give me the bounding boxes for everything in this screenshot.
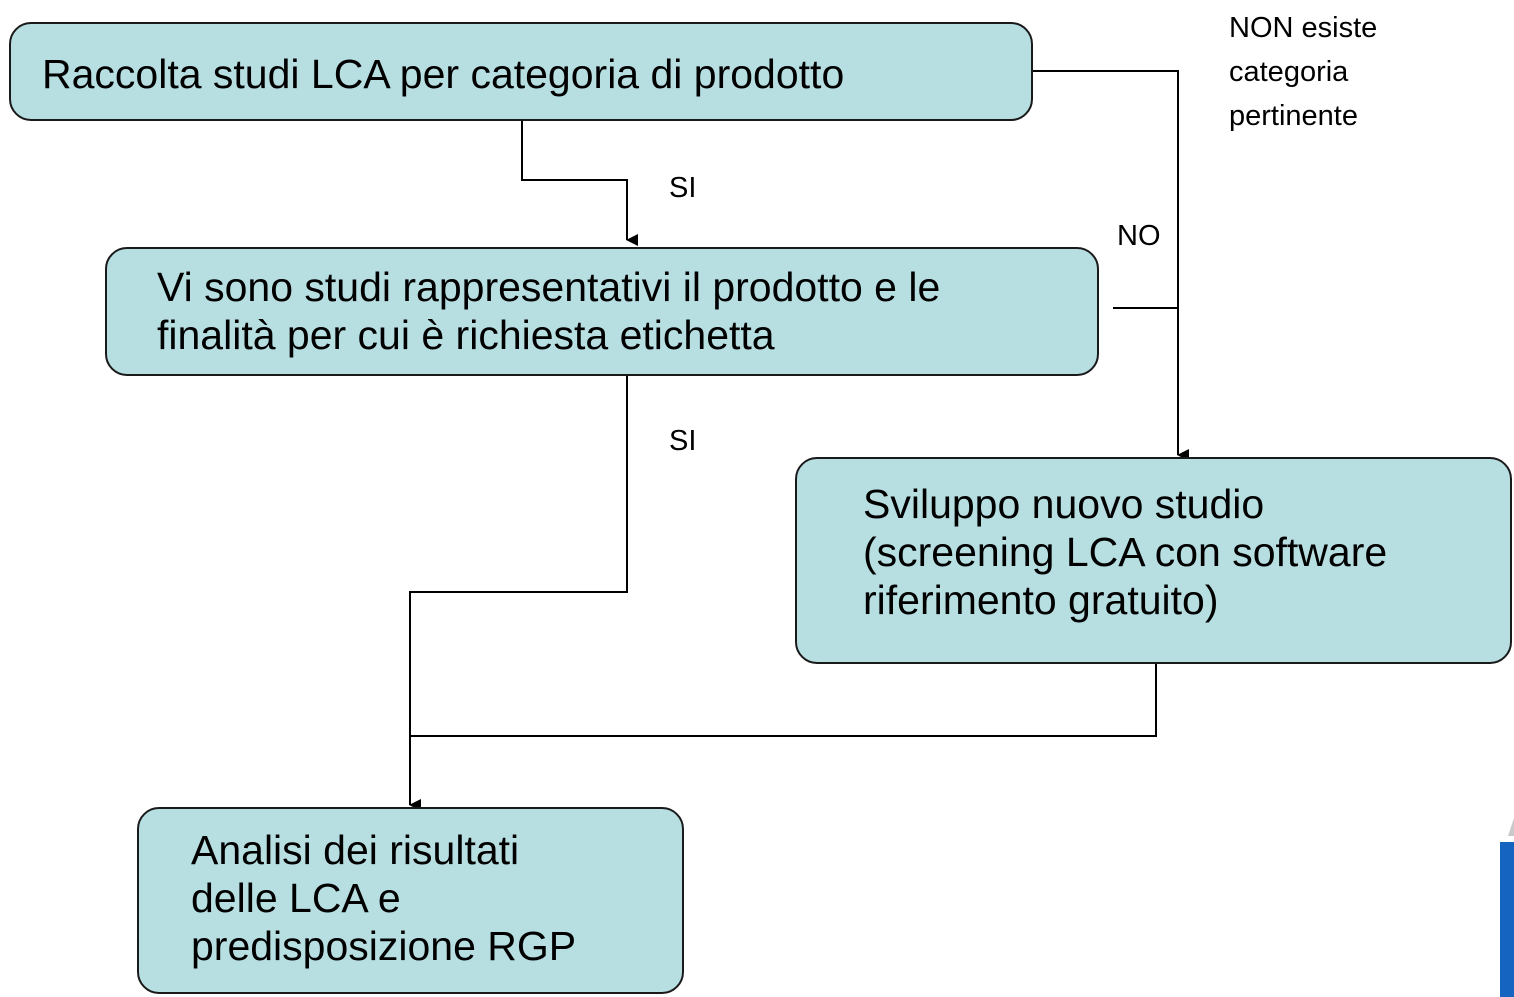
box-line: finalità per cui è richiesta etichetta bbox=[157, 312, 775, 358]
collect-lca-studies-text: Raccolta studi LCA per categoria di prod… bbox=[42, 50, 844, 98]
no-category-label: NON esiste categoria pertinente bbox=[1229, 6, 1377, 138]
box-line: (screening LCA con software bbox=[863, 529, 1388, 575]
logo-fragment-icon bbox=[1500, 818, 1514, 997]
analysis-results-text: Analisi dei risultati delle LCA e predis… bbox=[191, 826, 576, 970]
box-line: predisposizione RGP bbox=[191, 923, 577, 969]
box-line: Sviluppo nuovo studio bbox=[863, 481, 1265, 527]
connector-yes-to-analysis bbox=[409, 376, 628, 811]
no-category-line: pertinente bbox=[1229, 100, 1358, 132]
yes-label-second: SI bbox=[669, 425, 697, 457]
connector-yes-to-representative bbox=[521, 121, 638, 246]
box-line: Raccolta studi LCA per categoria di prod… bbox=[42, 51, 845, 97]
representative-studies-decision-box: Vi sono studi rappresentativi il prodott… bbox=[105, 247, 1099, 376]
box-line: delle LCA e bbox=[191, 875, 401, 921]
connector-no-category-to-new-study bbox=[1033, 70, 1189, 461]
analysis-results-box: Analisi dei risultati delle LCA e predis… bbox=[137, 807, 684, 994]
connector-new-study-to-analysis bbox=[410, 664, 1157, 737]
box-line: Vi sono studi rappresentativi il prodott… bbox=[157, 264, 941, 310]
new-study-box: Sviluppo nuovo studio (screening LCA con… bbox=[795, 457, 1512, 664]
no-category-line: NON esiste bbox=[1229, 12, 1378, 44]
new-study-text: Sviluppo nuovo studio (screening LCA con… bbox=[863, 480, 1387, 624]
no-label: NO bbox=[1117, 220, 1161, 252]
box-line: Analisi dei risultati bbox=[191, 827, 520, 873]
yes-label-first: SI bbox=[669, 172, 697, 204]
representative-studies-text: Vi sono studi rappresentativi il prodott… bbox=[157, 263, 940, 359]
collect-lca-studies-box: Raccolta studi LCA per categoria di prod… bbox=[9, 22, 1033, 121]
no-category-line: categoria bbox=[1229, 56, 1349, 88]
box-line: riferimento gratuito) bbox=[863, 577, 1219, 623]
